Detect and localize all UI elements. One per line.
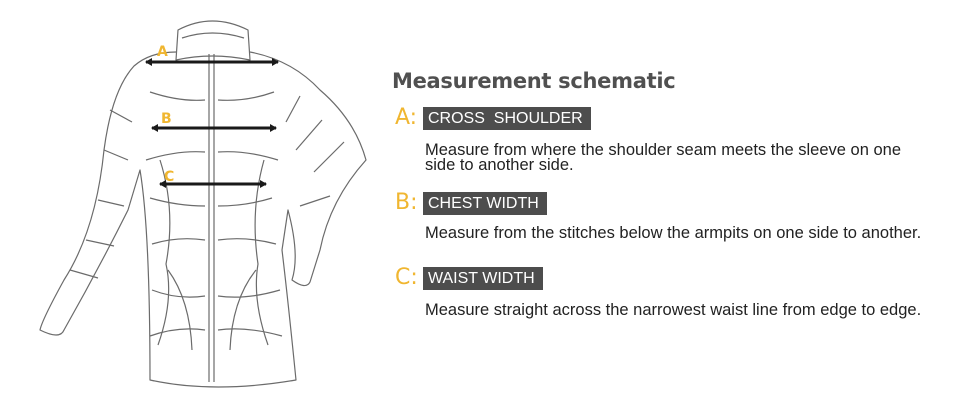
collar bbox=[175, 20, 251, 61]
item-c-description: Measure straight across the narrowest wa… bbox=[425, 301, 922, 319]
item-b-label: CHEST WIDTH bbox=[423, 192, 547, 215]
marker-a: A bbox=[157, 44, 168, 60]
item-c-label: WAIST WIDTH bbox=[423, 267, 543, 290]
item-b-letter: B: bbox=[395, 190, 418, 215]
jacket-body bbox=[39, 51, 367, 388]
item-b-description: Measure from the stitches below the armp… bbox=[425, 224, 922, 242]
item-c-letter: C: bbox=[395, 265, 418, 290]
item-a-label: CROSS SHOULDER bbox=[423, 107, 591, 130]
diagram-title: Measurement schematic bbox=[392, 69, 676, 93]
marker-b: B bbox=[161, 111, 172, 127]
marker-c: C bbox=[164, 169, 174, 185]
item-a-description: Measure from where the shoulder seam mee… bbox=[425, 141, 902, 174]
jacket-outline-illustration: A B C bbox=[39, 20, 367, 388]
item-a-letter: A: bbox=[395, 105, 418, 130]
